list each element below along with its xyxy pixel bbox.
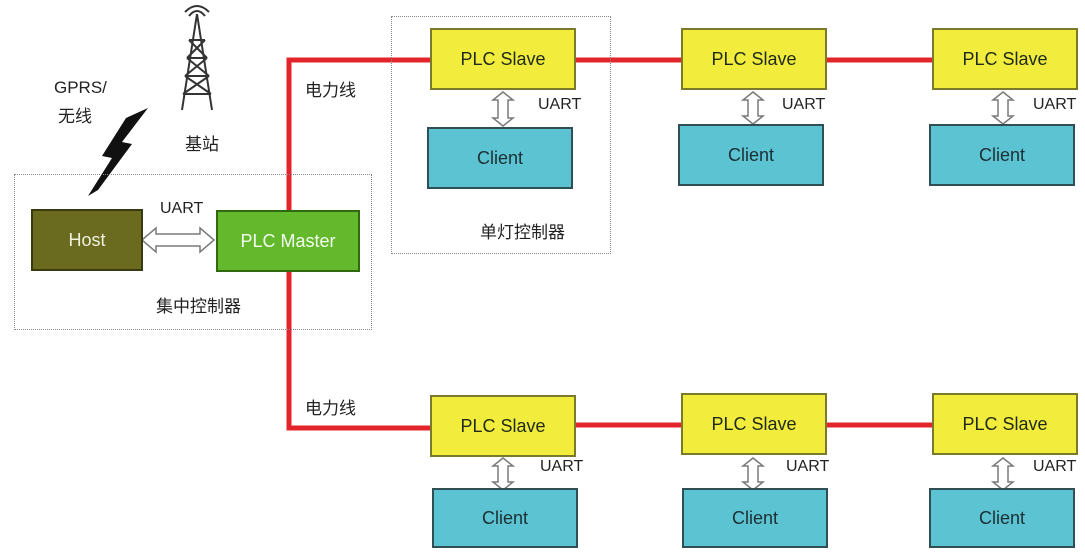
plc-slave-node: PLC Slave [932, 393, 1078, 455]
client-node: Client [929, 124, 1075, 186]
uart-label-host-master: UART [160, 200, 204, 217]
plc-slave-node: PLC Slave [430, 28, 576, 90]
central-controller-label: 集中控制器 [156, 297, 241, 316]
double-arrow-icon [990, 91, 1016, 125]
client-node: Client [682, 488, 828, 548]
uart-label: UART [538, 96, 582, 113]
uart-label: UART [1033, 96, 1077, 113]
double-arrow-icon [490, 91, 516, 127]
host-node: Host [31, 209, 143, 271]
double-arrow-icon [490, 457, 516, 491]
double-arrow-icon [990, 457, 1016, 491]
power-lines [286, 57, 934, 431]
gprs-label: GPRS/ [54, 78, 107, 97]
plc-slave-node: PLC Slave [681, 393, 827, 455]
uart-label: UART [782, 96, 826, 113]
client-node: Client [432, 488, 578, 548]
plc-slave-node: PLC Slave [932, 28, 1078, 90]
uart-label: UART [786, 458, 830, 475]
single-lamp-controller-group [391, 16, 611, 254]
plc-slave-node: PLC Slave [681, 28, 827, 90]
power-line-top [286, 57, 432, 240]
double-arrow-icon [740, 91, 766, 125]
client-node: Client [678, 124, 824, 186]
wireless-label: 无线 [58, 107, 92, 126]
radio-tower-icon [181, 5, 213, 111]
power-line-bottom [286, 250, 432, 431]
double-arrow-icon [740, 457, 766, 491]
plc-slave-node: PLC Slave [430, 395, 576, 457]
single-lamp-controller-label: 单灯控制器 [480, 223, 565, 242]
uart-label: UART [540, 458, 584, 475]
client-node: Client [427, 127, 573, 189]
base-station-label: 基站 [185, 135, 219, 154]
central-controller-group [14, 174, 372, 330]
power-line-label-bottom: 电力线 [305, 399, 356, 418]
client-node: Client [929, 488, 1075, 548]
power-line-label-top: 电力线 [305, 81, 356, 100]
double-arrow-icon [140, 226, 216, 254]
plc-master-node: PLC Master [216, 210, 360, 272]
uart-label: UART [1033, 458, 1077, 475]
